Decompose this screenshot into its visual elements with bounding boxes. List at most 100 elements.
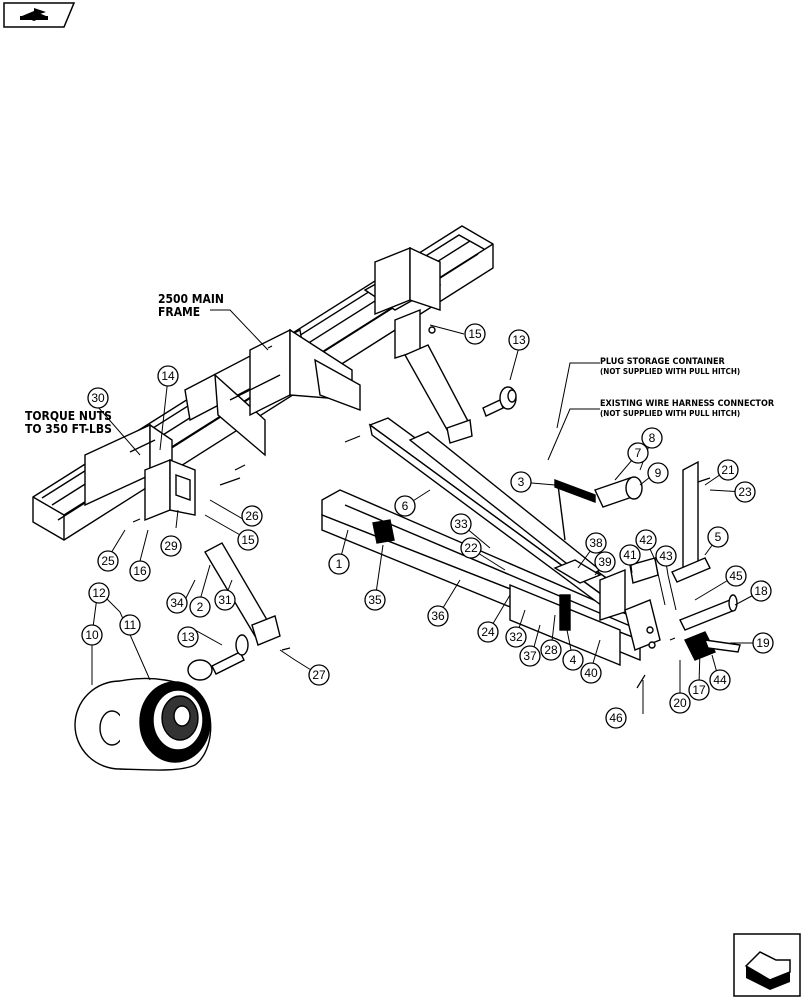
callout-circle xyxy=(157,365,179,387)
callout-circle xyxy=(752,632,774,654)
callout-c39: 39 xyxy=(594,551,616,573)
callout-c16: 16 xyxy=(129,560,151,582)
callout-c5: 5 xyxy=(707,526,729,548)
callout-circle xyxy=(364,589,386,611)
left-lower-arm xyxy=(204,542,281,646)
callout-circle xyxy=(627,442,649,464)
callout-number: 37 xyxy=(523,649,537,663)
callout-circle xyxy=(97,550,119,572)
book-arrow-icon xyxy=(20,8,48,21)
callout-circle xyxy=(540,639,562,661)
callout-c34: 34 xyxy=(166,592,188,614)
callout-c25: 25 xyxy=(97,550,119,572)
jack-stand xyxy=(671,460,711,583)
callout-circle xyxy=(477,621,499,643)
callout-circle xyxy=(237,529,259,551)
svg-text:TORQUE NUTS: TORQUE NUTS xyxy=(25,409,112,423)
callout-circle xyxy=(669,692,691,714)
svg-text:(NOT SUPPLIED WITH PULL HITCH): (NOT SUPPLIED WITH PULL HITCH) xyxy=(600,367,740,376)
hitch-tongue xyxy=(509,557,661,667)
callout-number: 41 xyxy=(623,548,637,562)
right-support-arm xyxy=(394,308,473,444)
clevis-pin xyxy=(679,594,741,661)
callout-circle xyxy=(519,645,541,667)
callout-number: 25 xyxy=(101,554,115,568)
spindle-left xyxy=(187,634,249,681)
callout-c42: 42 xyxy=(635,529,657,551)
callout-number: 21 xyxy=(721,463,735,477)
callout-c32: 32 xyxy=(505,626,527,648)
callout-circle xyxy=(655,545,677,567)
callout-number: 35 xyxy=(368,593,382,607)
callout-number: 40 xyxy=(584,666,598,680)
callout-number: 38 xyxy=(589,536,603,550)
callout-c6: 6 xyxy=(394,495,416,517)
callout-number: 1 xyxy=(336,557,343,571)
callout-circle xyxy=(725,565,747,587)
callout-number: 34 xyxy=(170,596,184,610)
callout-circle xyxy=(505,626,527,648)
callout-number: 14 xyxy=(161,369,175,383)
callout-c8: 8 xyxy=(641,427,663,449)
callout-number: 5 xyxy=(715,530,722,544)
callout-number: 46 xyxy=(609,711,623,725)
callout-circle xyxy=(709,669,731,691)
callout-number: 13 xyxy=(512,333,526,347)
book-back-icon xyxy=(744,951,791,990)
callout-number: 17 xyxy=(692,683,706,697)
callout-circle xyxy=(619,544,641,566)
callout-number: 9 xyxy=(655,466,662,480)
callout-number: 15 xyxy=(468,327,482,341)
callout-circle xyxy=(81,624,103,646)
callout-number: 33 xyxy=(454,517,468,531)
callout-c35: 35 xyxy=(364,589,386,611)
bottom-nav-button[interactable] xyxy=(733,933,801,997)
callout-c45: 45 xyxy=(725,565,747,587)
callout-circle xyxy=(87,387,109,409)
callout-circle xyxy=(427,605,449,627)
svg-text:(NOT SUPPLIED WITH PULL HITCH): (NOT SUPPLIED WITH PULL HITCH) xyxy=(600,409,740,418)
callout-circle xyxy=(510,471,532,493)
callout-circle xyxy=(635,529,657,551)
callout-circle xyxy=(460,537,482,559)
callout-circle xyxy=(189,596,211,618)
callout-number: 39 xyxy=(598,555,612,569)
svg-text:TO 350 FT-LBS: TO 350 FT-LBS xyxy=(25,422,112,436)
svg-text:PLUG STORAGE CONTAINER: PLUG STORAGE CONTAINER xyxy=(600,357,726,367)
callout-number: 22 xyxy=(464,541,478,555)
callout-number: 36 xyxy=(431,609,445,623)
callout-c15a: 15 xyxy=(464,323,486,345)
svg-text:2500 MAIN: 2500 MAIN xyxy=(158,292,224,306)
callout-c13a: 13 xyxy=(508,329,530,351)
callout-c20: 20 xyxy=(669,692,691,714)
callout-number: 29 xyxy=(164,539,178,553)
left-hanger-bracket xyxy=(144,458,196,522)
callout-c12: 12 xyxy=(88,582,110,604)
callout-number: 26 xyxy=(245,509,259,523)
callout-number: 20 xyxy=(673,696,687,710)
callout-c9: 9 xyxy=(647,462,669,484)
callout-number: 4 xyxy=(570,653,577,667)
callout-c19: 19 xyxy=(752,632,774,654)
callout-circle xyxy=(688,679,710,701)
callout-c26: 26 xyxy=(241,505,263,527)
callout-c38: 38 xyxy=(585,532,607,554)
callout-number: 32 xyxy=(509,630,523,644)
note-main-frame: 2500 MAIN FRAME xyxy=(158,292,224,319)
callout-circle xyxy=(166,592,188,614)
callout-circle xyxy=(464,323,486,345)
callout-circle xyxy=(585,532,607,554)
callout-c4: 4 xyxy=(562,649,584,671)
callout-number: 2 xyxy=(197,600,204,614)
callout-number: 16 xyxy=(133,564,147,578)
callout-number: 28 xyxy=(544,643,558,657)
svg-text:FRAME: FRAME xyxy=(158,305,200,319)
callout-c7: 7 xyxy=(627,442,649,464)
callout-c15b: 15 xyxy=(237,529,259,551)
callout-c31: 31 xyxy=(214,589,236,611)
callout-c10: 10 xyxy=(81,624,103,646)
top-nav-button[interactable] xyxy=(3,2,76,28)
callout-c14: 14 xyxy=(157,365,179,387)
callout-circle xyxy=(328,553,350,575)
